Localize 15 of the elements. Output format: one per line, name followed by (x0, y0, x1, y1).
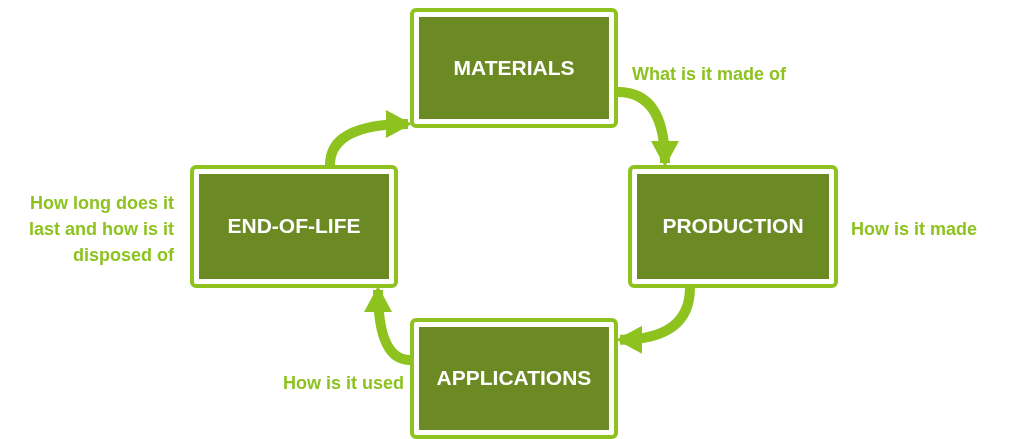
box-label: APPLICATIONS (436, 365, 592, 392)
curved-arrow (364, 285, 411, 365)
question-label: What is it made of (632, 63, 787, 86)
curved-arrow (616, 287, 695, 354)
process-box (190, 165, 398, 288)
question-label: How long does it last and how is it disposed of (27, 192, 174, 267)
question-label: How is it made (851, 218, 979, 241)
box-label: PRODUCTION (662, 213, 804, 240)
process-box (628, 165, 838, 288)
process-box (410, 318, 618, 439)
box-label: END-OF-LIFE (227, 213, 361, 240)
question-label: How is it used (281, 372, 404, 395)
process-box (410, 8, 618, 128)
box-label: MATERIALS (453, 54, 575, 81)
curved-arrow (617, 87, 679, 168)
